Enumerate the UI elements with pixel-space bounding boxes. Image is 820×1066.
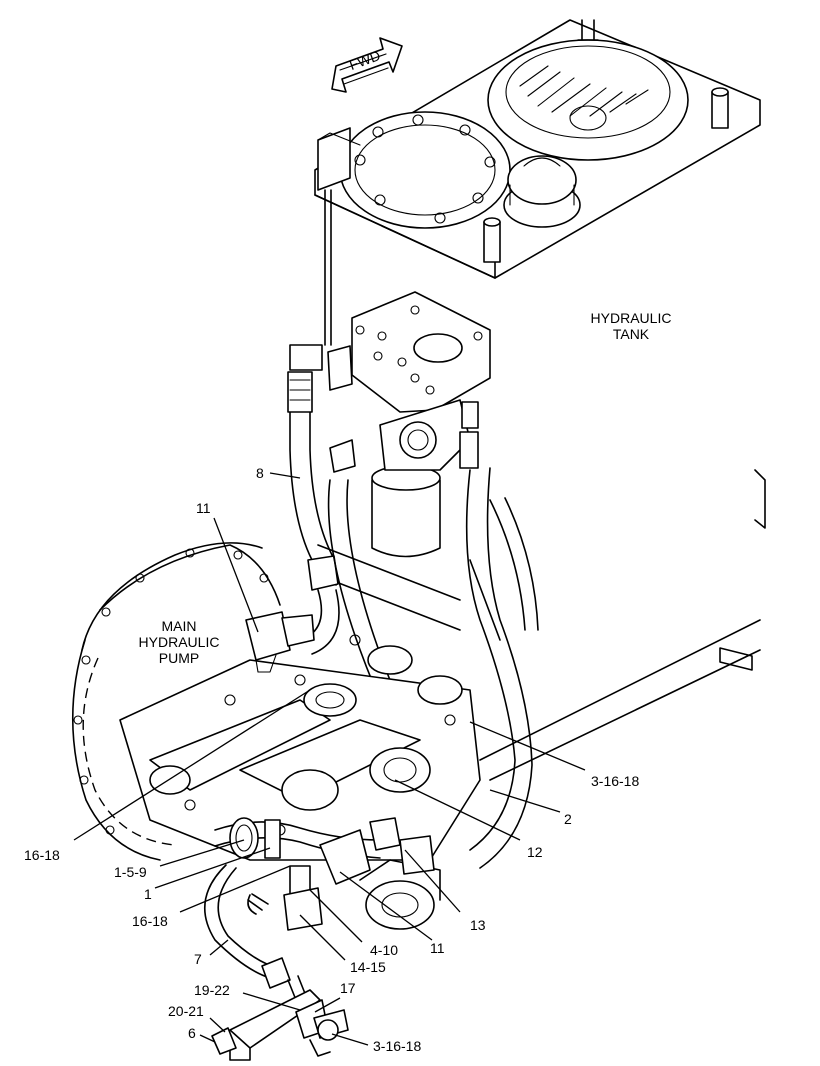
callout-12: 12 [527, 844, 543, 860]
pump-label-line2: HYDRAULIC [138, 634, 220, 650]
callout-11-top: 11 [196, 500, 211, 516]
hydraulic-tank-label-line1: HYDRAULIC [590, 310, 672, 326]
callout-13: 13 [470, 917, 486, 933]
forward-direction-arrow-shape [331, 37, 403, 93]
hose-2 [327, 467, 539, 869]
hydraulic-tank-label: HYDRAULIC TANK [576, 310, 686, 342]
callout-7: 7 [194, 951, 202, 967]
filter-valve-assembly [289, 291, 501, 641]
callout-4-10: 4-10 [370, 942, 399, 958]
callout-16-18-left: 16-18 [24, 847, 60, 863]
callout-3-16-18-bottom: 3-16-18 [373, 1038, 422, 1054]
callout-16-18-mid: 16-18 [132, 913, 168, 929]
callout-19-22: 19-22 [194, 982, 230, 998]
callout-1: 1 [144, 886, 152, 902]
callout-1-5-9: 1-5-9 [114, 864, 147, 880]
callout-20-21: 20-21 [168, 1003, 204, 1019]
lower-pipe-assembly [203, 817, 435, 1061]
hydraulic-tank-illustration [314, 19, 766, 529]
callout-8: 8 [256, 465, 264, 481]
callout-14-15: 14-15 [350, 959, 386, 975]
leader-lines [73, 472, 586, 1046]
hydraulic-tank-label-line2: TANK [612, 326, 650, 342]
pump-label-line3: PUMP [158, 650, 200, 666]
main-hydraulic-pump [71, 542, 761, 930]
callout-17: 17 [340, 980, 356, 996]
main-hydraulic-pump-label: MAIN HYDRAULIC PUMP [124, 618, 234, 666]
hose-8 [287, 371, 340, 655]
callout-6: 6 [188, 1025, 196, 1041]
callout-2: 2 [564, 811, 572, 827]
callout-3-16-18-right: 3-16-18 [591, 773, 640, 789]
pump-label-line1: MAIN [161, 618, 197, 634]
callout-11-bottom: 11 [430, 940, 445, 956]
